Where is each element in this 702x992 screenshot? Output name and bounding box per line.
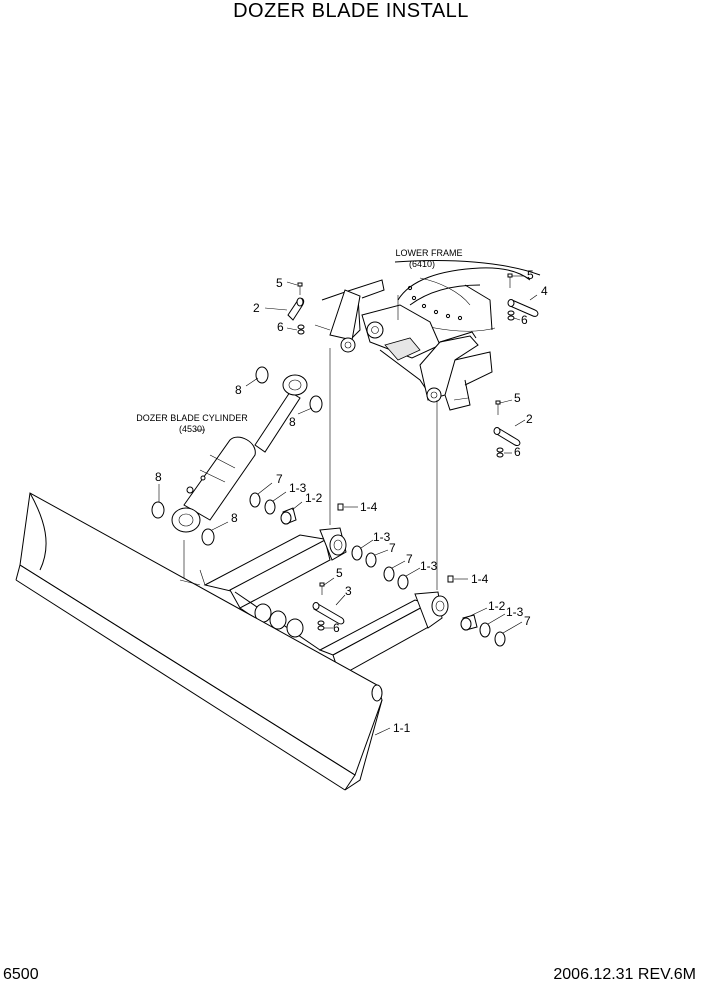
cylinder-code: (4530) [179, 424, 205, 434]
callout-1-3: 1-3 [420, 559, 438, 573]
bushing-set-far-right [460, 607, 523, 647]
callout-2: 2 [253, 301, 260, 315]
callout-5: 5 [336, 566, 343, 580]
callout-5: 5 [276, 276, 283, 290]
callout-1-3: 1-3 [506, 605, 524, 619]
callout-7: 7 [276, 472, 283, 486]
revision-stamp: 2006.12.31 REV.6M [553, 966, 696, 983]
callout-5: 5 [514, 391, 521, 405]
callout-6: 6 [333, 621, 340, 635]
callout-2: 2 [526, 412, 533, 426]
blade-push-frame [183, 527, 449, 677]
callout-6: 6 [277, 320, 284, 334]
lower-frame-caption: LOWER FRAME [395, 248, 462, 258]
callout-3: 3 [345, 584, 352, 598]
pin-group-right [493, 399, 526, 458]
callout-7: 7 [406, 552, 413, 566]
callout-1-4: 1-4 [360, 500, 378, 514]
callout-7: 7 [524, 614, 531, 628]
bushing-set-right [383, 560, 421, 590]
callout-8: 8 [231, 511, 238, 525]
bushing-set-middle [351, 539, 389, 568]
lower-frame-code: (6410) [409, 259, 435, 269]
pin-group-top-left [264, 281, 305, 335]
callout-8: 8 [235, 383, 242, 397]
callout-1-2: 1-2 [305, 491, 323, 505]
bushing-set-left [249, 482, 303, 525]
callout-6: 6 [514, 445, 521, 459]
dozer-blade [15, 492, 391, 791]
pin-group-top-right [507, 273, 539, 321]
callout-1-1: 1-1 [393, 721, 411, 735]
callout-1-4: 1-4 [471, 572, 489, 586]
page-title: DOZER BLADE INSTALL [233, 0, 469, 22]
callout-8: 8 [155, 470, 162, 484]
pin-group-lower [312, 577, 346, 631]
grease-nipple-lower [447, 575, 468, 583]
grease-nipple-upper [337, 503, 358, 511]
callout-7: 7 [389, 541, 396, 555]
page-number: 6500 [3, 966, 39, 983]
callout-1-2: 1-2 [488, 599, 506, 613]
callout-1-3: 1-3 [373, 530, 391, 544]
callout-6: 6 [521, 313, 528, 327]
callout-8: 8 [289, 415, 296, 429]
callout-4: 4 [541, 284, 548, 298]
callout-1-3: 1-3 [289, 481, 307, 495]
lower-frame [314, 260, 541, 411]
cylinder-caption: DOZER BLADE CYLINDER [136, 413, 248, 423]
callout-5: 5 [527, 268, 534, 282]
dozer-blade-cylinder [151, 366, 323, 546]
